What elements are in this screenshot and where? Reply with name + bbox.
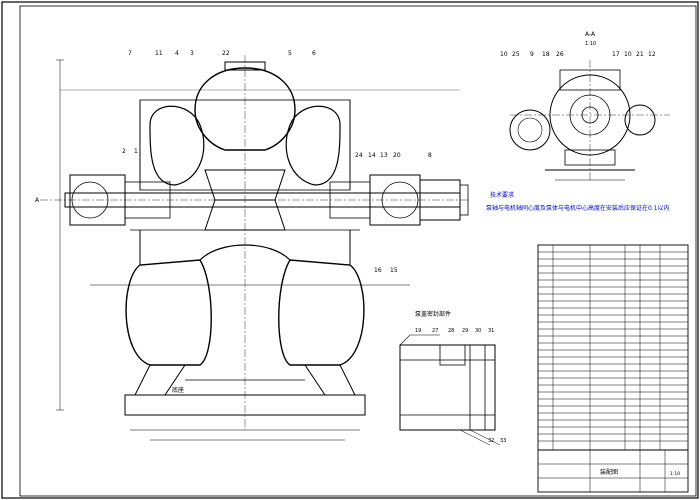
balloon: 18 <box>542 51 550 58</box>
balloon: 28 <box>448 328 454 334</box>
balloon: 25 <box>512 51 520 58</box>
balloon: 3 <box>190 50 194 57</box>
balloon: 14 <box>368 152 376 159</box>
balloon: 26 <box>556 51 564 58</box>
balloon: 30 <box>475 328 481 334</box>
drawing-title: 装配图 <box>600 468 618 476</box>
balloon: 16 <box>374 267 382 274</box>
balloon: 24 <box>355 152 363 159</box>
floor-label: 底座 <box>172 386 184 394</box>
balloon: 6 <box>312 50 316 57</box>
tech-notes-heading: 技术要求 <box>490 191 514 199</box>
section-view <box>509 60 670 181</box>
title-block: 装配图 1:10 <box>537 449 689 493</box>
balloon: 13 <box>380 152 388 159</box>
section-title: A-A <box>585 31 596 38</box>
balloon: 1 <box>134 148 138 155</box>
balloon: 8 <box>428 152 432 159</box>
balloon: 12 <box>648 51 656 58</box>
balloon: 5 <box>288 50 292 57</box>
balloon: 2 <box>122 148 126 155</box>
inner-frame <box>19 5 697 497</box>
balloon: 19 <box>415 328 421 334</box>
seal-detail-view <box>399 334 501 446</box>
main-assembly-view <box>40 55 470 441</box>
drawing-scale: 1:10 <box>670 471 680 477</box>
balloon: 4 <box>175 50 179 57</box>
balloon: 27 <box>432 328 438 334</box>
balloon: 17 <box>612 51 620 58</box>
balloon: 10 <box>624 51 632 58</box>
balloon: 15 <box>390 267 398 274</box>
section-tag: A <box>35 197 40 204</box>
balloon: 29 <box>462 328 468 334</box>
tech-notes-line: 泵轴与电机轴同心度及泵体与电机中心高度在安装后应保证在0.1以内 <box>486 204 670 212</box>
balloon: 31 <box>488 328 494 334</box>
balloon: 32 <box>488 438 494 444</box>
seal-detail-labels: 泵盖密封部件 19 27 28 29 30 31 32 33 <box>415 310 506 444</box>
balloon: 9 <box>530 51 534 58</box>
main-view-balloons: 7 11 4 3 22 5 6 24 14 13 20 8 16 15 2 1 … <box>35 50 432 394</box>
balloon: 21 <box>636 51 644 58</box>
section-view-labels: A-A 1:10 10 25 9 18 26 17 10 21 12 <box>500 31 656 58</box>
balloon: 33 <box>500 438 506 444</box>
balloon: 20 <box>393 152 401 159</box>
detail-title: 泵盖密封部件 <box>415 310 451 318</box>
balloon: 7 <box>128 50 132 57</box>
technical-notes: 技术要求 泵轴与电机轴同心度及泵体与电机中心高度在安装后应保证在0.1以内 <box>486 191 670 212</box>
section-scale: 1:10 <box>585 41 596 47</box>
balloon: 11 <box>155 50 163 57</box>
balloon: 22 <box>222 50 230 57</box>
parts-list <box>537 244 689 451</box>
balloon: 10 <box>500 51 508 58</box>
